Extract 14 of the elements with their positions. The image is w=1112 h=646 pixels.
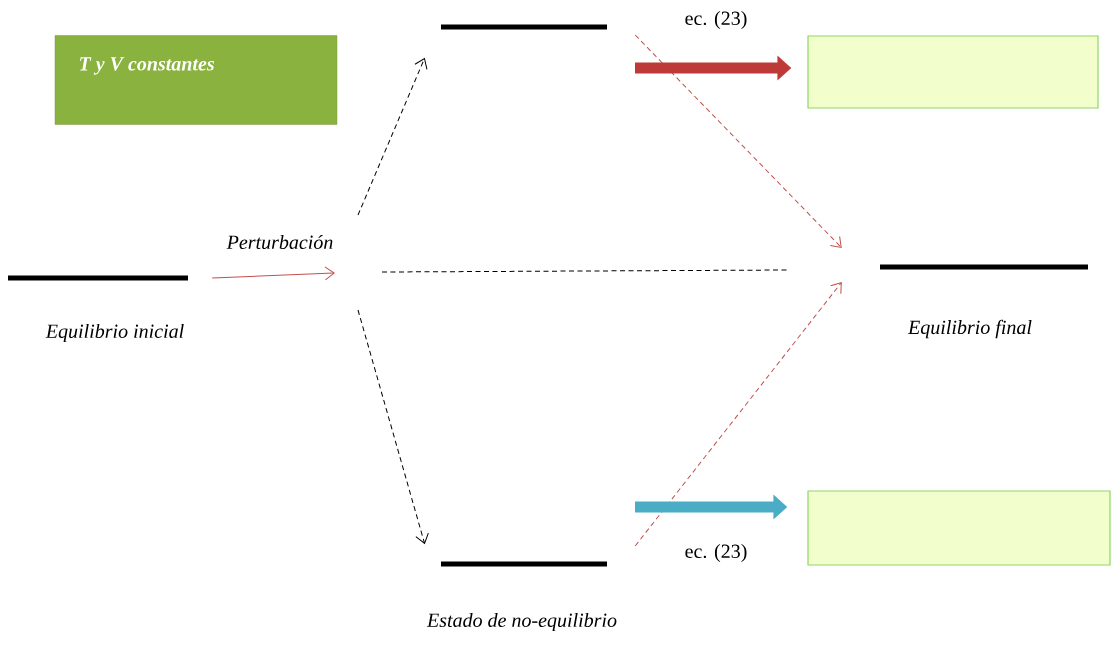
level-label: Equilibrio final xyxy=(907,319,1032,339)
edge-label: ec. (23) xyxy=(683,542,749,564)
condition-box: T y V constantes xyxy=(54,35,338,125)
edge-label: ec. (23) xyxy=(683,9,749,31)
dashed-arrow xyxy=(357,58,428,216)
level-label: Estado de no-equilibrio xyxy=(426,612,617,632)
level-label: Equilibrio inicial xyxy=(45,323,184,343)
edge-label: Perturbación xyxy=(225,233,335,251)
dashed-arrow xyxy=(634,34,842,248)
dashed-arrow xyxy=(634,282,842,547)
dashed-arrow xyxy=(357,309,429,544)
arrow xyxy=(211,266,335,281)
empty-box xyxy=(807,490,1111,566)
empty-box xyxy=(807,35,1099,109)
